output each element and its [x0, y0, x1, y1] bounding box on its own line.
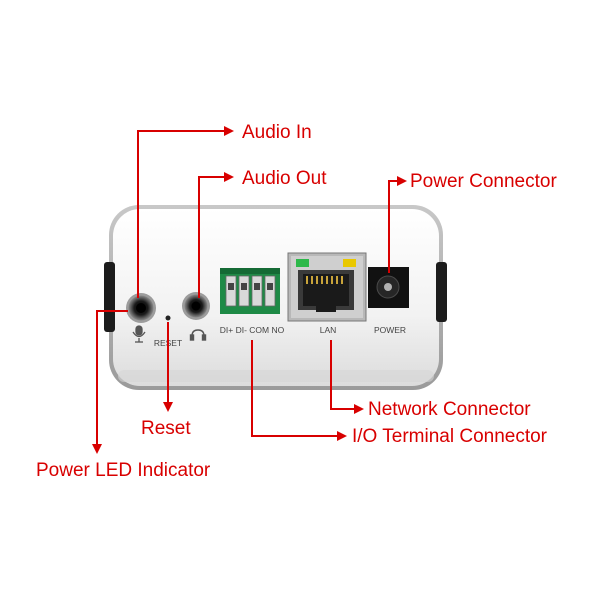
io-terminal-leader [251, 340, 347, 441]
power-connector-leader [388, 176, 407, 273]
reset-callout: Reset [141, 418, 191, 439]
headphone-icon [189, 329, 207, 341]
lan-led-right [343, 259, 356, 267]
left-side-tab [104, 262, 115, 332]
audio-out-leader [198, 172, 234, 298]
audio-in-callout: Audio In [242, 122, 312, 143]
audio-out-callout: Audio Out [242, 168, 327, 189]
io-terminal-block [220, 268, 280, 314]
lan-led-left [296, 259, 309, 267]
power-led-leader [92, 310, 128, 454]
microphone-icon [132, 325, 146, 343]
lan-port [287, 252, 367, 322]
io-terminal-connector-callout: I/O Terminal Connector [352, 426, 548, 447]
terminal-label: DI+ DI- COM NO [220, 325, 285, 335]
network-connector-callout: Network Connector [368, 399, 531, 420]
lan-label: LAN [320, 325, 337, 335]
right-side-tab [436, 262, 447, 322]
power-led-indicator-callout: Power LED Indicator [36, 460, 211, 481]
audio-in-leader [137, 126, 234, 298]
power-connector-callout: Power Connector [410, 171, 557, 192]
network-connector-leader [330, 340, 364, 414]
power-jack [368, 267, 409, 308]
audio-in-jack [126, 293, 156, 323]
audio-out-jack [182, 292, 210, 320]
power-label: POWER [374, 325, 406, 335]
reset-pinhole [165, 315, 171, 321]
